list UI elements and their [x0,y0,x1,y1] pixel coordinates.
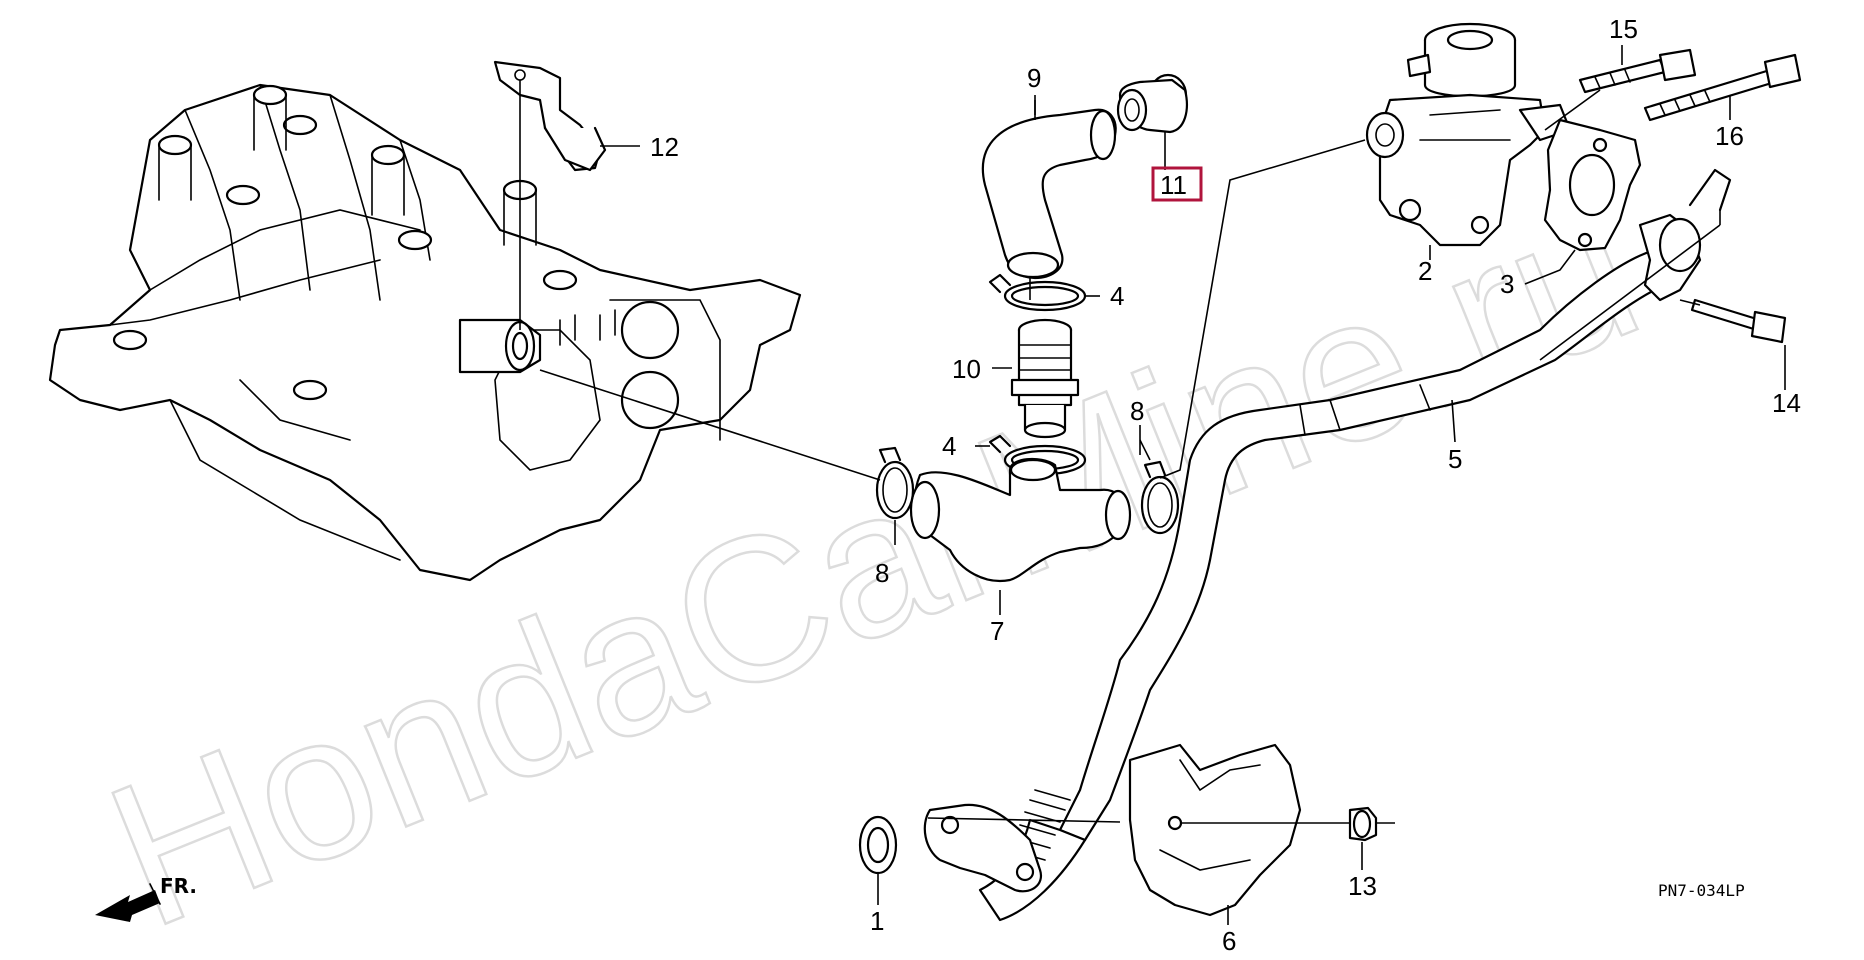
callout-16: 16 [1715,121,1744,151]
part-12-clamp-bracket [493,60,607,270]
callout-11-highlight-box [1151,166,1203,202]
front-direction-indicator: FR. [95,874,197,922]
callout-1: 1 [870,906,884,936]
part-11-grommet [1116,73,1188,170]
part-2-egr-valve [1365,22,1572,260]
callout-14: 14 [1772,388,1801,418]
part-8-clamp-right [1139,439,1180,535]
part-9-hose [981,108,1117,280]
callout-8-left: 8 [875,558,889,588]
part-16-bolt [1643,53,1802,122]
callout-15: 15 [1609,14,1638,44]
callout-12: 12 [650,132,679,162]
callout-2: 2 [1418,256,1432,286]
part-4-clamp-upper [988,273,1100,312]
callout-9: 9 [1027,63,1041,93]
callout-labels: 12 9 11 11 4 10 4 8 8 7 15 16 2 3 14 5 6… [600,14,1801,956]
intake-manifold [48,83,802,582]
callout-3: 3 [1500,269,1514,299]
part-8-clamp-left [875,446,915,545]
callout-11-label: 11 [1160,170,1187,200]
part-15-bolt [1578,48,1697,94]
lower-flange [923,803,1121,893]
part-1-ring-gasket [858,815,898,875]
leader-lines [519,89,1721,481]
callout-5: 5 [1448,444,1462,474]
front-label: FR. [160,874,197,898]
callout-13: 13 [1348,871,1377,901]
callout-8-right: 8 [1130,396,1144,426]
part-14-bolt [1679,298,1787,344]
part-10-valve [992,318,1080,439]
callout-7: 7 [990,616,1004,646]
callout-10: 10 [952,354,981,384]
part-7-tee-hose [909,457,1132,583]
front-arrow-icon [95,890,160,922]
part-13-nut [1348,806,1395,842]
callout-4-upper: 4 [1110,281,1124,311]
callout-6: 6 [1222,926,1236,956]
part-3-gasket [1543,118,1642,252]
part-6-heat-shield [1128,743,1350,917]
drawing-code: PN7-034LP [1658,881,1745,900]
callout-4-lower: 4 [942,431,956,461]
